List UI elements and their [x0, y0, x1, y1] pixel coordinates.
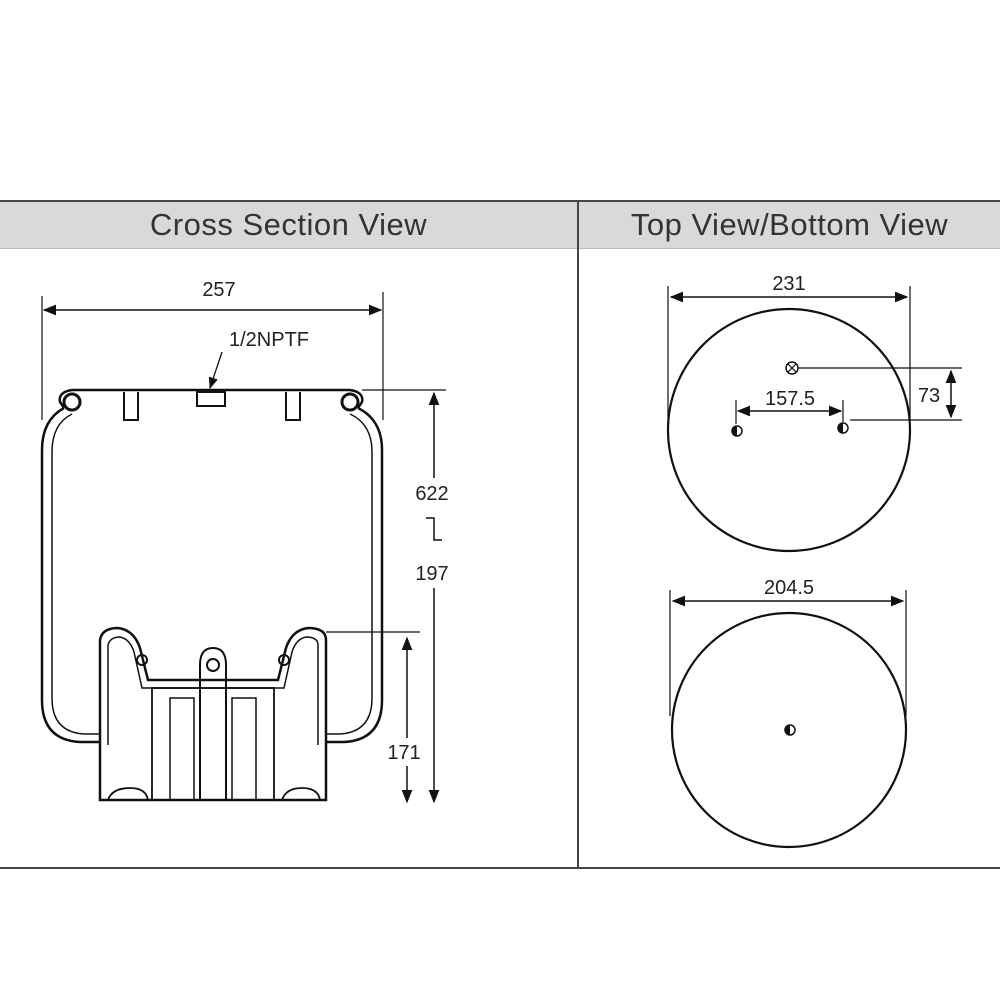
port-callout: 1/2NPTF — [208, 329, 309, 390]
panel-divider — [577, 202, 579, 867]
piston-inner — [107, 636, 319, 745]
label-offset: 73 — [918, 385, 940, 407]
clamp-left — [136, 654, 148, 666]
break-symbol — [426, 517, 442, 541]
piston-core — [151, 687, 275, 801]
top-bottom-title: Top View/Bottom View — [630, 207, 949, 242]
air-spring-cross-section — [40, 388, 384, 802]
bottom-plate-outline — [670, 611, 908, 849]
bead-right — [340, 392, 360, 412]
top-plate-view: 231 157.5 73 — [666, 273, 962, 553]
cross-section-title: Cross Section View — [149, 207, 428, 242]
stud-right — [285, 392, 301, 421]
label-stud-spacing: 157.5 — [765, 388, 815, 410]
label-overall-width: 257 — [202, 279, 235, 301]
dim-overall-width: 257 — [41, 279, 384, 420]
bead-plate — [58, 388, 364, 409]
piston-foot-right — [281, 787, 321, 801]
piston-rib-1 — [169, 697, 195, 801]
bellows-outer — [40, 406, 384, 744]
label-top-diameter: 231 — [772, 273, 805, 295]
bead-left — [62, 392, 82, 412]
piston-outer — [98, 626, 328, 802]
top-bottom-header: Top View/Bottom View — [579, 202, 1000, 249]
label-port: 1/2NPTF — [229, 329, 309, 351]
air-fitting — [196, 391, 226, 407]
piston-rib-2 — [231, 697, 257, 801]
dim-heights: 622 197 171 — [326, 389, 449, 804]
stud-left — [123, 392, 139, 421]
label-max-height: 622 — [415, 483, 448, 505]
clamp-right — [278, 654, 290, 666]
bottom-plate-view: 204.5 — [669, 577, 908, 849]
cross-section-header: Cross Section View — [0, 202, 577, 249]
label-min-height: 197 — [415, 563, 448, 585]
label-piston-height: 171 — [387, 742, 420, 764]
piston-stud-head — [206, 658, 220, 672]
drawing-sheet: Cross Section View Top View/Bottom View — [0, 200, 1000, 869]
piston-stud — [199, 646, 227, 800]
label-bottom-diameter: 204.5 — [764, 577, 814, 599]
top-plate-outline — [666, 307, 912, 553]
bellows-inner — [51, 413, 373, 735]
piston-foot-left — [107, 787, 149, 801]
